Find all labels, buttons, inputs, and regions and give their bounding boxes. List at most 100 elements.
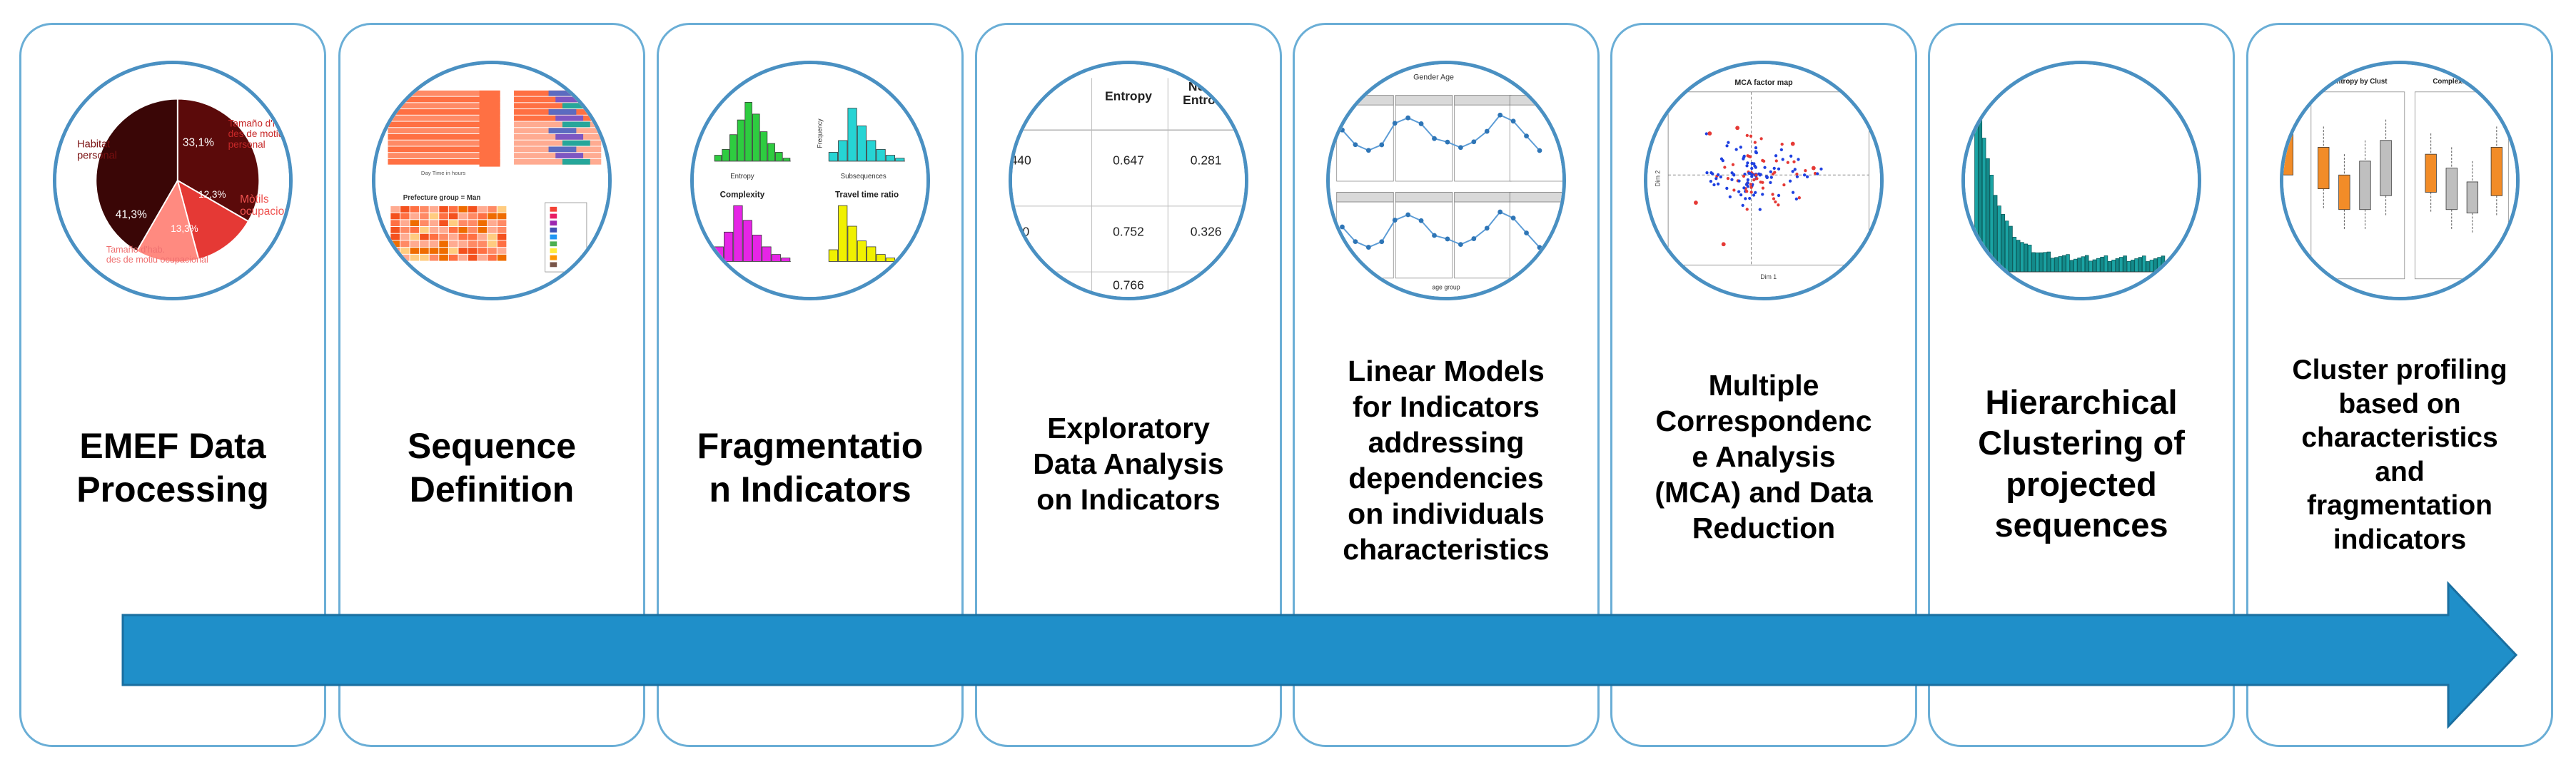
mca-point	[1791, 170, 1794, 173]
panel-frame	[1336, 201, 1394, 279]
mca-point	[1791, 191, 1795, 194]
model-point	[1537, 148, 1542, 153]
mca-point	[1754, 173, 1758, 177]
sequence-cell	[478, 240, 488, 248]
sequence-band	[388, 128, 500, 134]
mca-point	[1741, 203, 1744, 208]
mca-point	[1786, 161, 1789, 164]
model-point	[1510, 118, 1516, 124]
sequence-cell	[497, 205, 507, 213]
histogram-bar	[762, 246, 772, 262]
sequence-cell	[488, 220, 497, 227]
mca-point	[1797, 158, 1800, 161]
histogram-bar	[744, 101, 752, 162]
sequence-cell	[488, 205, 497, 213]
mca-category	[1721, 242, 1726, 247]
mca-point	[1752, 193, 1756, 197]
stage-label: EMEF Data Processing	[76, 426, 269, 509]
table-header: Entropy	[1105, 88, 1152, 103]
cluster-bar	[2039, 252, 2044, 273]
sequence-band	[555, 96, 584, 103]
mca-point	[1754, 191, 1757, 195]
table-cell: 0.766	[1113, 278, 1144, 292]
sequence-cell	[497, 227, 507, 233]
histogram-bar	[895, 259, 905, 262]
cluster-bar	[2012, 236, 2017, 273]
cluster-bar	[2111, 260, 2116, 273]
sequence-band	[514, 140, 602, 146]
legend-swatch	[550, 255, 557, 260]
sequence-band	[562, 103, 590, 109]
mca-point	[1758, 208, 1762, 211]
sequence-cell	[439, 220, 448, 227]
mca-point	[1717, 173, 1720, 176]
cluster-bar	[2054, 257, 2059, 273]
sequence-cell	[390, 254, 400, 261]
model-point	[1432, 233, 1437, 238]
panel-frame	[1454, 201, 1512, 279]
cluster-bar	[2043, 252, 2047, 273]
sequence-cell	[400, 213, 410, 220]
strip-header	[1336, 192, 1394, 203]
cluster-bar	[2024, 243, 2029, 273]
sequence-band	[388, 115, 500, 121]
mca-point	[1725, 186, 1729, 191]
sequence-cell	[439, 233, 448, 240]
cluster-bar	[2001, 214, 2006, 273]
stage-label: Sequence Definition	[407, 426, 577, 509]
sequence-cell	[390, 205, 400, 213]
model-point	[1484, 128, 1490, 134]
cluster-bar	[2176, 257, 2181, 273]
sequence-cell	[497, 220, 507, 227]
sequence-cell	[448, 248, 458, 254]
sequence-cell	[429, 233, 439, 240]
stage-card-4: ...)EntropyNorEntro,4400.6470.2818400.75…	[975, 23, 1282, 747]
pie-label: 13,3%	[171, 223, 198, 234]
model-point	[1392, 218, 1398, 223]
mca-point	[1782, 183, 1786, 187]
mca-point	[1727, 141, 1730, 144]
model-point	[1392, 121, 1398, 126]
cluster-bar	[2138, 257, 2143, 273]
cluster-bar	[2092, 259, 2097, 273]
histogram-bar	[775, 152, 783, 162]
mca-point	[1746, 178, 1749, 182]
histogram-bar	[847, 225, 857, 262]
sequence-band	[388, 133, 500, 140]
mca-point	[1730, 178, 1734, 181]
sequence-cell	[400, 205, 410, 213]
sequence-band	[514, 103, 602, 109]
mca-point	[1789, 154, 1793, 158]
sequence-cell	[429, 220, 439, 227]
model-point	[1418, 218, 1424, 223]
stage-label: Exploratory Data Analysis on Indicators	[1033, 412, 1224, 517]
histogram-bar	[771, 254, 781, 262]
sequence-band	[388, 140, 500, 146]
sequence-cell	[439, 227, 448, 233]
mca-point	[1761, 186, 1765, 190]
sequence-cell	[468, 227, 478, 233]
cluster-bar	[2031, 252, 2036, 273]
histogram-bar	[742, 220, 752, 262]
pie-slice	[176, 98, 261, 223]
panel-title: Entropy by Clust	[2332, 78, 2388, 86]
mca-point	[1780, 143, 1784, 146]
sequence-cell	[458, 220, 468, 227]
sequence-band	[388, 146, 500, 153]
strip-header	[1454, 95, 1512, 106]
cluster-bar	[2081, 256, 2086, 273]
mca-category	[1811, 166, 1816, 171]
cluster-bar	[2027, 245, 2032, 273]
cluster-bar	[2115, 258, 2120, 273]
model-point	[1524, 230, 1529, 235]
histogram-bar	[828, 249, 838, 262]
mca-point	[1742, 174, 1746, 178]
sequence-cell	[468, 233, 478, 240]
histogram-bar	[895, 158, 905, 162]
pie-slice	[176, 178, 250, 260]
sequence-cell	[420, 254, 429, 261]
table-cell: 0.326	[1191, 225, 1222, 239]
